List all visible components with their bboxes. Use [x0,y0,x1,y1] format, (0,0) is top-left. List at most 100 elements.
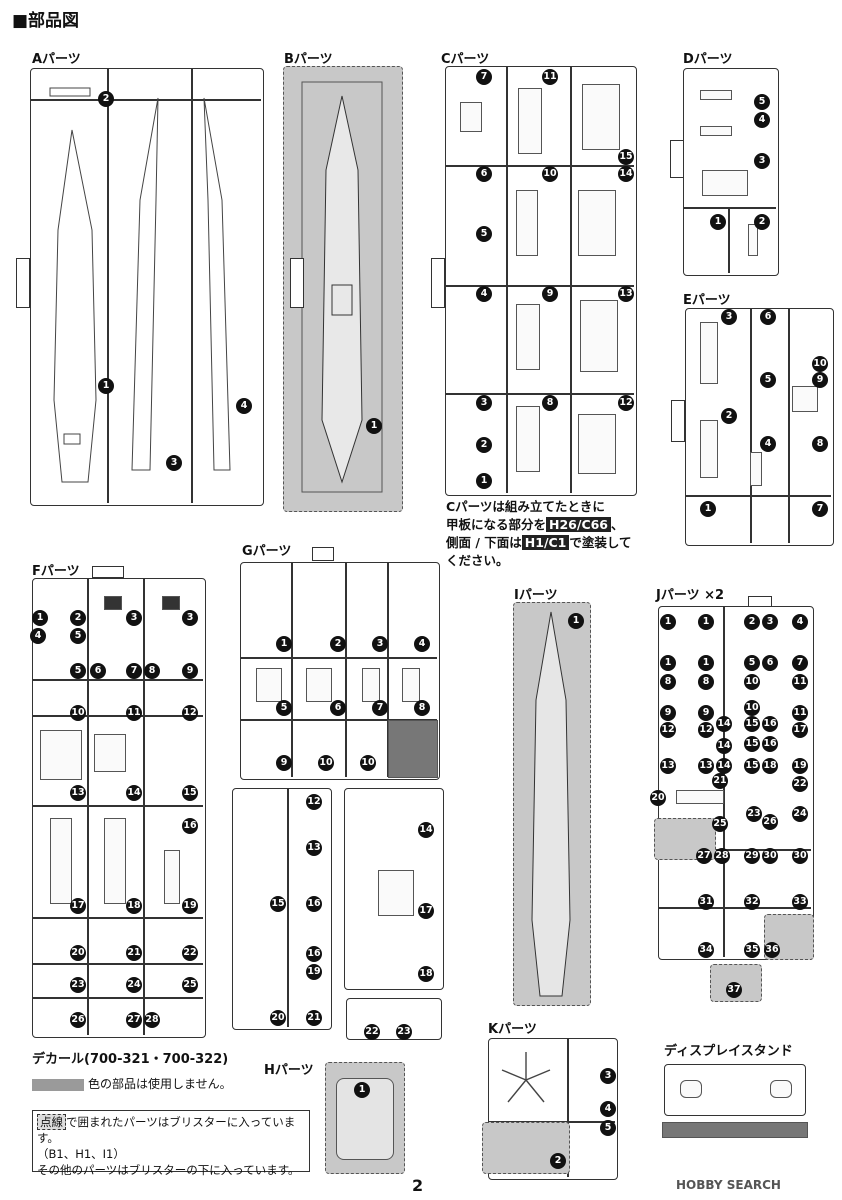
part-number: 4 [236,398,252,414]
part-number: 4 [476,286,492,302]
part-number: 36 [764,942,780,958]
part-number: 2 [550,1153,566,1169]
part-number: 10 [744,700,760,716]
part-number: 16 [762,716,778,732]
part-number: 2 [754,214,770,230]
part-number: 15 [270,896,286,912]
part-number: 8 [660,674,676,690]
part-number: 21 [712,773,728,789]
part-number: 15 [744,736,760,752]
part-number: 28 [144,1012,160,1028]
part-number: 14 [716,716,732,732]
part-number: 9 [276,755,292,771]
part-number: 12 [182,705,198,721]
part-number: 17 [70,898,86,914]
part-number: 5 [744,655,760,671]
part-number: 11 [542,69,558,85]
part-number: 3 [476,395,492,411]
part-number: 1 [354,1082,370,1098]
part-number: 16 [762,736,778,752]
part-number: 6 [760,309,776,325]
part-number: 1 [700,501,716,517]
part-number: 7 [476,69,492,85]
part-number: 17 [418,903,434,919]
part-number: 8 [812,436,828,452]
decal-label: デカール(700-321・700-322) [32,1052,229,1067]
sprue-g-bottom-frame [346,998,442,1040]
part-number: 1 [698,655,714,671]
part-number: 22 [182,945,198,961]
part-number: 18 [418,966,434,982]
part-number: 16 [182,818,198,834]
part-number: 27 [126,1012,142,1028]
part-number: 23 [396,1024,412,1040]
unused-swatch [32,1078,84,1091]
part-number: 5 [754,94,770,110]
part-number: 1 [98,378,114,394]
part-number: 1 [476,473,492,489]
sprue-e-label: Eパーツ [683,293,731,308]
part-number: 18 [762,758,778,774]
part-number: 26 [70,1012,86,1028]
part-number: 12 [698,722,714,738]
part-number: 1 [32,610,48,626]
part-number: 4 [754,112,770,128]
part-number: 7 [372,700,388,716]
part-number: 12 [618,395,634,411]
display-stand-label: ディスプレイスタンド [664,1044,793,1059]
part-number: 20 [650,790,666,806]
part-number: 3 [600,1068,616,1084]
unused-legend: 色の部品は使用しません。 [32,1075,232,1092]
part-number: 27 [696,848,712,864]
part-number: 1 [660,655,676,671]
part-number: 1 [710,214,726,230]
part-number: 20 [270,1010,286,1026]
part-number: 5 [476,226,492,242]
part-number: 7 [812,501,828,517]
part-number: 22 [364,1024,380,1040]
part-number: 5 [70,628,86,644]
sprue-b-label: Bパーツ [284,52,333,67]
part-number: 3 [126,610,142,626]
part-number: 12 [660,722,676,738]
part-number: 7 [126,663,142,679]
part-number: 8 [542,395,558,411]
sprue-f-label: Fパーツ [32,564,80,579]
part-number: 23 [70,977,86,993]
part-number: 8 [144,663,160,679]
part-number: 3 [762,614,778,630]
part-number: 30 [792,848,808,864]
part-number: 13 [70,785,86,801]
part-number: 3 [166,455,182,471]
part-number: 2 [330,636,346,652]
part-number: 9 [660,705,676,721]
part-number: 14 [126,785,142,801]
part-number: 5 [276,700,292,716]
part-number: 12 [306,794,322,810]
part-number: 6 [330,700,346,716]
sprue-k-label: Kパーツ [488,1022,537,1037]
part-number: 31 [698,894,714,910]
part-number: 9 [182,663,198,679]
sprue-j-label: Jパーツ ×2 [656,588,725,603]
part-number: 19 [792,758,808,774]
part-number: 1 [366,418,382,434]
part-number: 4 [30,628,46,644]
part-number: 14 [418,822,434,838]
part-number: 6 [476,166,492,182]
part-number: 24 [792,806,808,822]
part-number: 13 [306,840,322,856]
part-number: 3 [721,309,737,325]
part-number: 16 [306,896,322,912]
part-number: 5 [600,1120,616,1136]
part-number: 13 [618,286,634,302]
part-number: 1 [660,614,676,630]
part-number: 26 [762,814,778,830]
part-number: 4 [760,436,776,452]
part-number: 28 [714,848,730,864]
part-number: 21 [126,945,142,961]
part-number: 4 [792,614,808,630]
part-number: 19 [306,964,322,980]
part-number: 2 [744,614,760,630]
